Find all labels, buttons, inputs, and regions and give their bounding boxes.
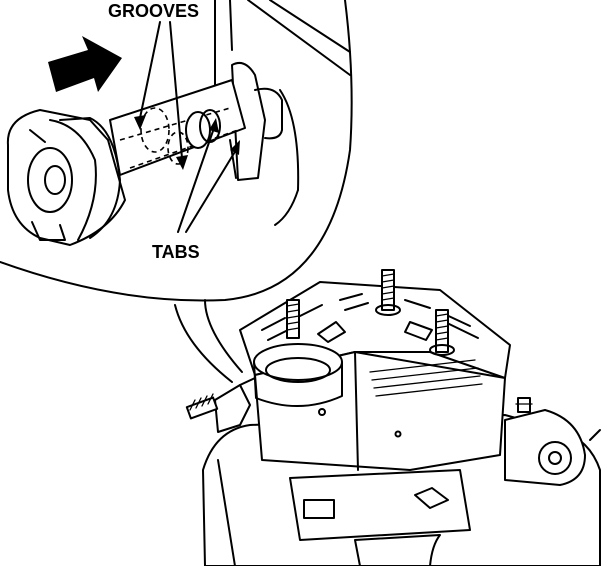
callout-leaders (134, 21, 240, 233)
arrow-right-icon (48, 36, 122, 92)
label-grooves: GROOVES (108, 1, 199, 21)
side-terminal (185, 377, 256, 433)
rear-cover (239, 281, 511, 471)
terminal-studs (286, 269, 455, 356)
detail-inset (0, 0, 353, 383)
label-tabs: TABS (152, 242, 200, 262)
